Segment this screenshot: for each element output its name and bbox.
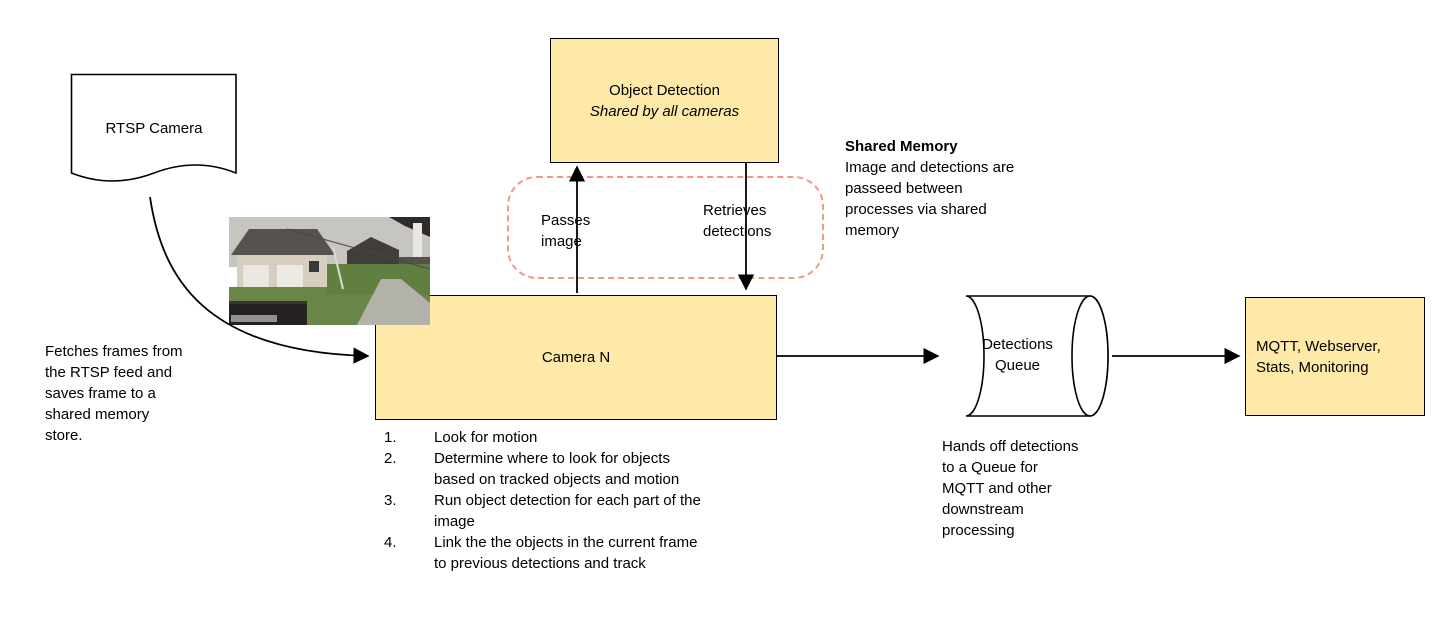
step-number: 1.	[384, 429, 397, 446]
shared-memory-region	[507, 176, 824, 279]
step-text: Run object detection for each part of th…	[434, 492, 701, 530]
camera-n-box: Camera N	[375, 295, 777, 420]
queue-handoff-note: Hands off detections to a Queue for MQTT…	[942, 438, 1079, 539]
detections-queue-label: Detections Queue	[982, 336, 1053, 374]
shared-memory-title: Shared Memory	[845, 138, 958, 155]
shared-memory-note: Shared Memory Image and detections are p…	[845, 136, 1060, 241]
outputs-label: MQTT, Webserver, Stats, Monitoring	[1256, 337, 1381, 376]
passes-image-label: Passes image	[541, 212, 591, 250]
retrieves-detections-label: Retrieves detections	[703, 202, 772, 240]
step-item-3: 3. Run object detection for each part of…	[378, 490, 810, 532]
outputs-box: MQTT, Webserver, Stats, Monitoring	[1245, 297, 1425, 416]
step-text: Determine where to look for objects base…	[434, 450, 680, 488]
rtsp-camera-shape	[70, 73, 237, 182]
detections-queue-cylinder	[965, 295, 1109, 417]
step-item-1: 1. Look for motion	[378, 427, 810, 448]
camera-snapshot-image	[229, 217, 430, 325]
step-item-4: 4. Link the the objects in the current f…	[378, 532, 810, 574]
fetch-frames-note: Fetches frames from the RTSP feed and sa…	[45, 343, 183, 444]
rtsp-camera-label: RTSP Camera	[105, 120, 203, 137]
snapshot-scene	[229, 217, 430, 325]
camera-n-label: Camera N	[541, 349, 611, 366]
step-item-2: 2. Determine where to look for objects b…	[378, 448, 810, 490]
step-number: 4.	[384, 534, 397, 551]
step-number: 2.	[384, 450, 397, 467]
step-text: Link the the objects in the current fram…	[434, 534, 698, 572]
shared-memory-body: Image and detections are passeed between…	[845, 159, 1015, 239]
object-detection-box: Object Detection Shared by all cameras	[550, 38, 779, 163]
object-detection-title: Object Detection	[609, 81, 720, 99]
camera-n-steps: 1. Look for motion 2. Determine where to…	[378, 427, 810, 574]
document-outline	[70, 73, 237, 182]
step-number: 3.	[384, 492, 397, 509]
step-text: Look for motion	[434, 429, 538, 446]
object-detection-subtitle: Shared by all cameras	[589, 102, 740, 120]
cylinder-cap	[1071, 295, 1109, 417]
